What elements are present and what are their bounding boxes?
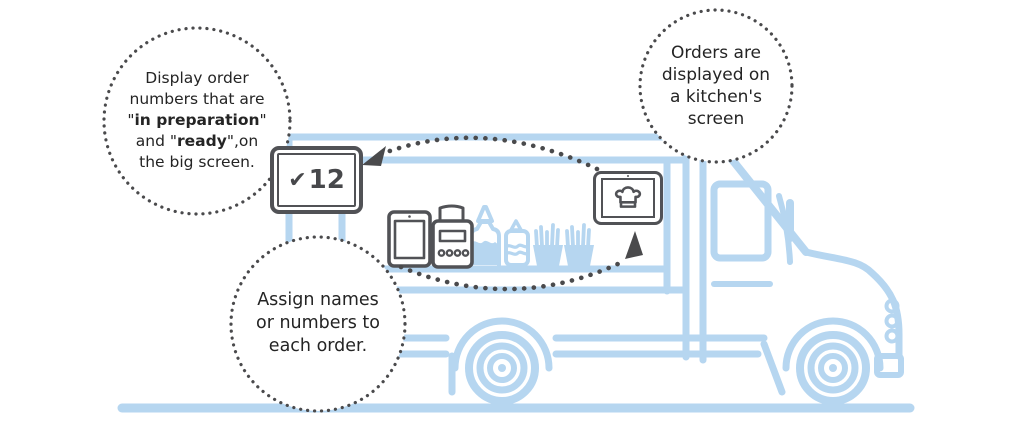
fries-left-icon — [533, 223, 563, 266]
annotation-line: Display order — [145, 69, 249, 87]
bubble-circle-assign-orders — [229, 235, 407, 413]
order-number: 12 — [308, 165, 345, 195]
annotation-line: displayed on — [661, 65, 771, 85]
counter-devices — [387, 204, 474, 269]
dotted-arrow-to-big-screen — [381, 135, 600, 172]
annotation-line: the big screen. — [139, 153, 255, 171]
front-wheel — [782, 317, 884, 405]
highlight-ready: ready — [177, 132, 227, 150]
annotation-line: Assign names — [257, 290, 379, 310]
annotation-line: "in preparation" — [127, 111, 267, 129]
annotation-display-order: Display order numbers that are "in prepa… — [112, 68, 282, 173]
highlight-in-preparation: in preparation — [134, 111, 260, 129]
annotation-kitchen-screen: Orders are displayed on a kitchen's scre… — [641, 42, 791, 130]
front-light — [884, 298, 900, 314]
arrowhead-to-kitchen-screen — [625, 231, 643, 259]
annotation-bubbles — [102, 8, 794, 413]
fries-right-icon — [564, 223, 594, 266]
bubble-circle-display-order — [102, 26, 292, 216]
annotation-line: numbers that are — [129, 90, 265, 108]
annotation-line: each order. — [268, 336, 368, 356]
kitchen-screen-tablet — [593, 171, 663, 225]
annotation-line: or numbers to — [255, 313, 380, 333]
annotation-line: Orders are — [670, 43, 762, 63]
front-light — [884, 313, 900, 329]
order-flow-arrows — [362, 135, 643, 292]
bubble-circle-kitchen-screen — [638, 8, 794, 164]
cab-window — [710, 180, 772, 262]
dotted-arrow-to-kitchen-screen — [398, 260, 623, 292]
order-status-display: ✔12 — [277, 153, 356, 207]
annotation-line: a kitchen's — [670, 87, 762, 107]
rear-wheel — [451, 317, 553, 405]
receipt-printer-icon — [431, 204, 474, 269]
annotation-assign-orders: Assign names or numbers to each order. — [233, 289, 403, 358]
kitchen-screen-display — [601, 178, 655, 218]
annotation-line: screen — [687, 109, 745, 129]
annotation-line: and "ready",on — [135, 132, 259, 150]
order-status-screen: ✔12 — [270, 146, 363, 214]
camera-dot-icon — [627, 175, 629, 177]
tablet-icon — [387, 210, 432, 268]
arrowhead-to-big-screen — [362, 146, 386, 166]
sauce-bottle-large-icon — [469, 205, 501, 267]
sauce-bottle-small-icon — [504, 219, 530, 267]
chef-hat-icon — [614, 186, 642, 208]
check-icon: ✔ — [288, 167, 307, 193]
front-light — [884, 328, 900, 344]
